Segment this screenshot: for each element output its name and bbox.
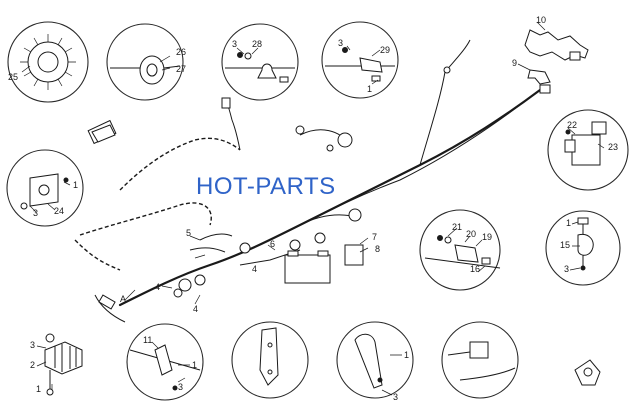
callout-4: 4 [252,264,257,274]
callout-3: 3 [178,382,183,392]
callout-1: 1 [192,360,197,370]
detail-circle-bracket [231,321,309,399]
callout-3: 3 [338,38,343,48]
detail-circle-bracket-24 [6,149,84,227]
detail-circle-clamp-11 [126,323,204,401]
detail-circle-stator [7,21,89,103]
callout-1: 1 [73,180,78,190]
callout-11: 11 [143,335,152,345]
callout-21: 21 [452,222,462,232]
callout-1: 1 [36,384,41,394]
callout-4: 4 [193,304,198,314]
callout-3: 3 [564,264,569,274]
callout-6: 6 [270,239,275,249]
callout-28: 28 [252,39,262,49]
callout-3: 3 [393,392,398,402]
callout-26: 26 [176,47,186,57]
leader-lines [21,21,605,396]
callout-A: A [120,294,126,304]
detail-circle-clamp-29 [321,21,399,99]
callout-16: 16 [470,264,480,274]
callout-20: 20 [466,229,476,239]
callout-9: 9 [512,58,517,68]
callout-2: 2 [30,360,35,370]
callout-29: 29 [380,45,390,55]
cable-clip [574,359,601,386]
callout-3: 3 [232,39,237,49]
detail-circle-grommet [106,23,184,101]
harness-components [87,66,551,310]
bracket-part-upper-left [91,124,116,143]
callout-labels: 25 26 27 3 28 3 29 1 10 9 22 23 1 3 24 5… [8,15,618,402]
callout-25: 25 [8,72,18,82]
detail-circle-connector [441,321,519,399]
watermark: HOT-PARTS [196,173,336,200]
detail-circle-relay [547,109,629,191]
callout-22: 22 [567,120,577,130]
bracket-assembly-9-10 [524,29,589,85]
callout-23: 23 [608,142,618,152]
callout-1: 1 [566,218,571,228]
callout-3: 3 [30,340,35,350]
callout-5: 5 [186,228,191,238]
callout-3: 3 [33,208,38,218]
callout-19: 19 [482,232,492,242]
callout-7: 7 [372,232,377,242]
detail-circle-clamp-bracket [336,321,414,399]
detail-circle-clamp-15 [545,210,621,286]
callout-1: 1 [404,350,409,360]
callout-8: 8 [375,244,380,254]
regulator-rectifier [44,333,83,396]
main-harness [74,39,542,323]
callout-15: 15 [560,240,570,250]
callout-27: 27 [176,64,186,74]
detail-circle-clamp-28 [221,23,299,101]
callout-10: 10 [536,15,546,25]
callout-1: 1 [367,84,372,94]
callout-4: 4 [155,282,160,292]
callout-24: 24 [54,206,64,216]
